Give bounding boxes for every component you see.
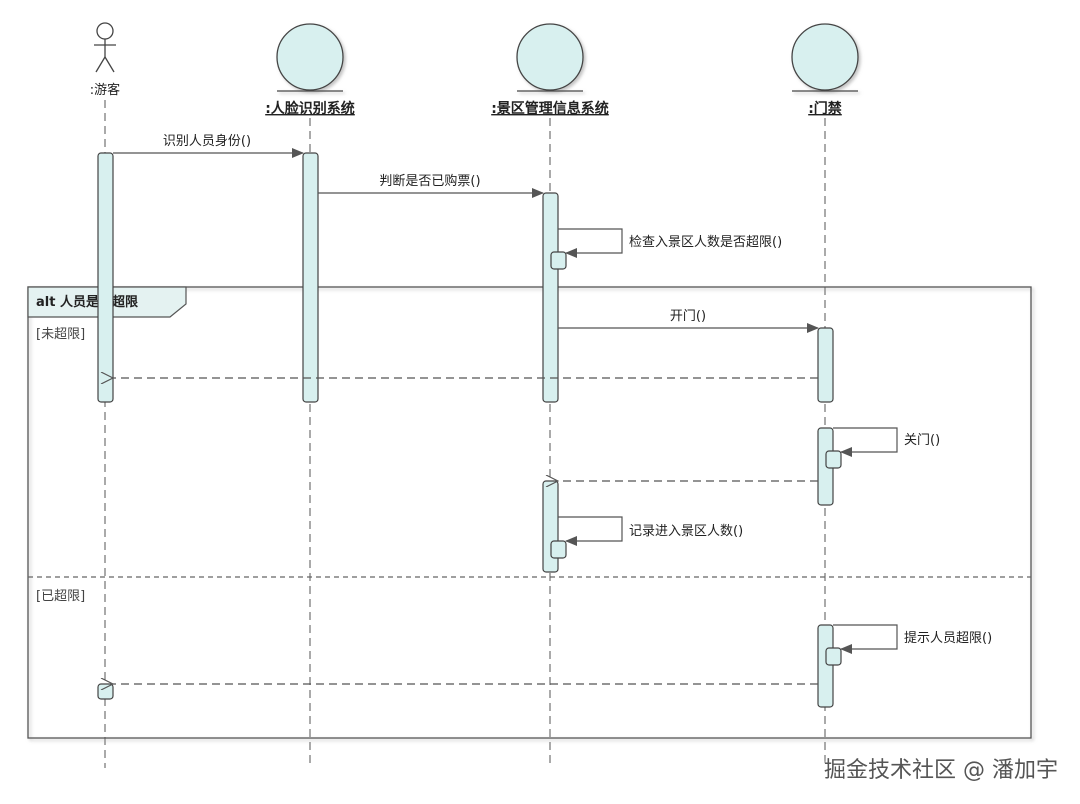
activation-bar [97, 683, 114, 700]
fragment-operator: alt [36, 295, 55, 310]
message-arrow [833, 427, 898, 457]
message-label: 记录进入景区人数() [629, 524, 743, 539]
message-label: 判断是否已购票() [379, 173, 480, 189]
activation-bar [825, 647, 842, 666]
activation-bar [550, 251, 567, 270]
activation-bar [825, 450, 842, 469]
activation-bar [542, 192, 559, 403]
message-label: 关门() [904, 433, 940, 448]
entity-icon [516, 23, 584, 92]
activation-bar [817, 327, 834, 403]
activation-bar [97, 152, 114, 403]
message-arrow [558, 516, 623, 546]
participant-visitor-label: :游客 [90, 82, 120, 98]
guard-not-exceeded: [未超限] [36, 327, 85, 342]
entity-icon [276, 23, 344, 92]
message-arrow [558, 228, 623, 258]
guard-exceeded: [已超限] [36, 589, 85, 604]
message-arrow [833, 624, 898, 654]
participant-mgmt-label: :景区管理信息系统 [491, 100, 609, 117]
alt-fragment: alt 人员是否超限 [未超限] [已超限] [27, 286, 1032, 739]
activation-bar [817, 624, 834, 708]
message-label: 提示人员超限() [904, 630, 992, 646]
activation-bar [302, 152, 319, 403]
message-label: 检查入景区人数是否超限() [629, 235, 782, 250]
watermark: 掘金技术社区 @ 潘加宇 [824, 758, 1058, 783]
participant-gate-label: :门禁 [808, 100, 842, 117]
actor-icon [94, 22, 116, 73]
message-label: 识别人员身份() [163, 133, 251, 149]
entity-icon [791, 23, 859, 92]
message-label: 开门() [670, 309, 706, 324]
participant-face-label: :人脸识别系统 [265, 100, 355, 117]
activation-bar [550, 540, 567, 559]
